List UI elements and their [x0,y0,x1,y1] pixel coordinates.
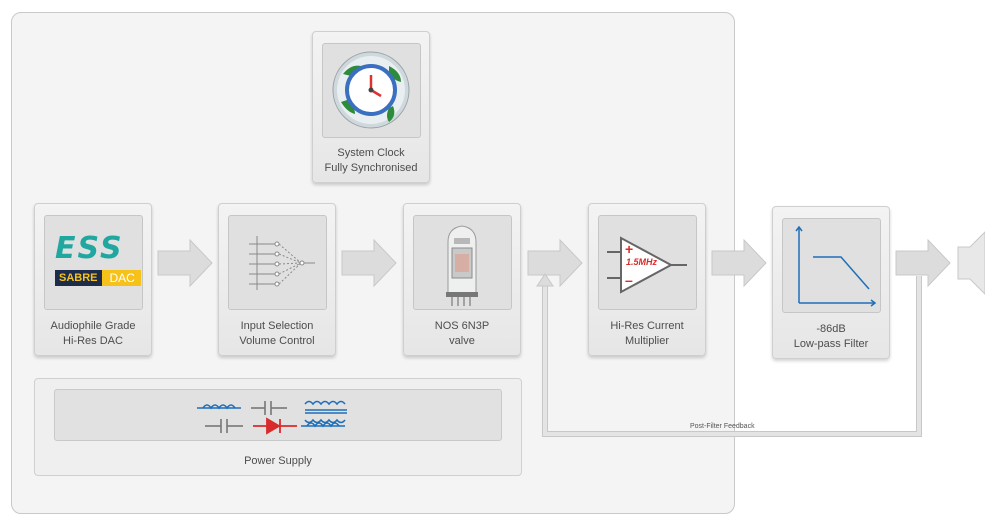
filter-label-line2: Low-pass Filter [793,338,869,350]
current-label: Hi-Res Current Multiplier [589,319,705,349]
arrow-input-to-valve [341,238,397,288]
power-supply-label: Power Supply [244,455,312,467]
amp-icon-box: + – 1.5MHz [598,215,697,310]
current-label-line2: Multiplier [624,335,669,347]
current-label-line1: Hi-Res Current [610,320,684,332]
speaker-icon [957,231,985,295]
feedback-loop [542,276,922,437]
ess-logo: ESS [55,231,124,266]
clock-label-line2: Fully Synchronised [324,162,418,174]
valve-label: NOS 6N3P valve [404,319,520,349]
power-components-icon [197,400,347,435]
dac-label-line2: Hi-Res DAC [63,335,123,347]
filter-label-line1: -86dB [816,323,846,335]
amp-plus-sign: + [625,241,634,257]
sabre-label: SABRE [55,270,102,286]
dac-label-text: Audiophile Grade Hi-Res DAC [35,319,151,349]
filter-response-icon [795,225,877,307]
arrow-multiplier-to-filter [711,238,767,288]
input-label-line1: Input Selection [240,320,314,332]
dac-icon-box: ESS SABRE DAC [44,215,143,310]
filter-icon-box [782,218,881,313]
dac-block: ESS SABRE DAC Audiophile Grade Hi-Res DA… [34,203,152,356]
filter-label: -86dB Low-pass Filter [773,322,889,352]
clock-label: System Clock Fully Synchronised [313,146,429,176]
flow-arrows [157,231,985,437]
valve-label-line1: NOS 6N3P [434,320,490,332]
arrow-dac-to-input [157,238,213,288]
amp-minus-sign: – [625,272,633,288]
current-multiplier-block: + – 1.5MHz Hi-Res Current Multiplier [588,203,706,356]
sabre-dac-logo: SABRE DAC [55,270,141,286]
valve-icon-box [413,215,512,310]
arrow-filter-to-output [895,238,951,288]
arrow-valve-to-multiplier [527,238,583,288]
vacuum-tube-icon [446,225,478,306]
valve-label-line2: valve [449,335,475,347]
power-supply-icon-box [54,389,502,441]
clock-icon-box [322,43,421,138]
input-label-line2: Volume Control [239,335,315,347]
feedback-arrowhead [536,273,554,287]
op-amp-icon [607,236,687,294]
amp-frequency-label: 1.5MHz [626,257,658,267]
input-label: Input Selection Volume Control [219,319,335,349]
feedback-loop-fill [543,276,921,436]
system-clock-block: System Clock Fully Synchronised [312,31,430,183]
selector-icon [249,236,315,290]
valve-block: NOS 6N3P valve [403,203,521,356]
dac-label: DAC [101,270,141,286]
input-selection-block: Input Selection Volume Control [218,203,336,356]
power-supply-block: Power Supply [34,378,522,476]
input-icon-box [228,215,327,310]
clock-label-line1: System Clock [337,147,405,159]
clock-icon [332,51,410,129]
dac-label-line1: Audiophile Grade [50,320,136,332]
feedback-label: Post-Filter Feedback [690,423,755,430]
low-pass-filter-block: -86dB Low-pass Filter [772,206,890,359]
